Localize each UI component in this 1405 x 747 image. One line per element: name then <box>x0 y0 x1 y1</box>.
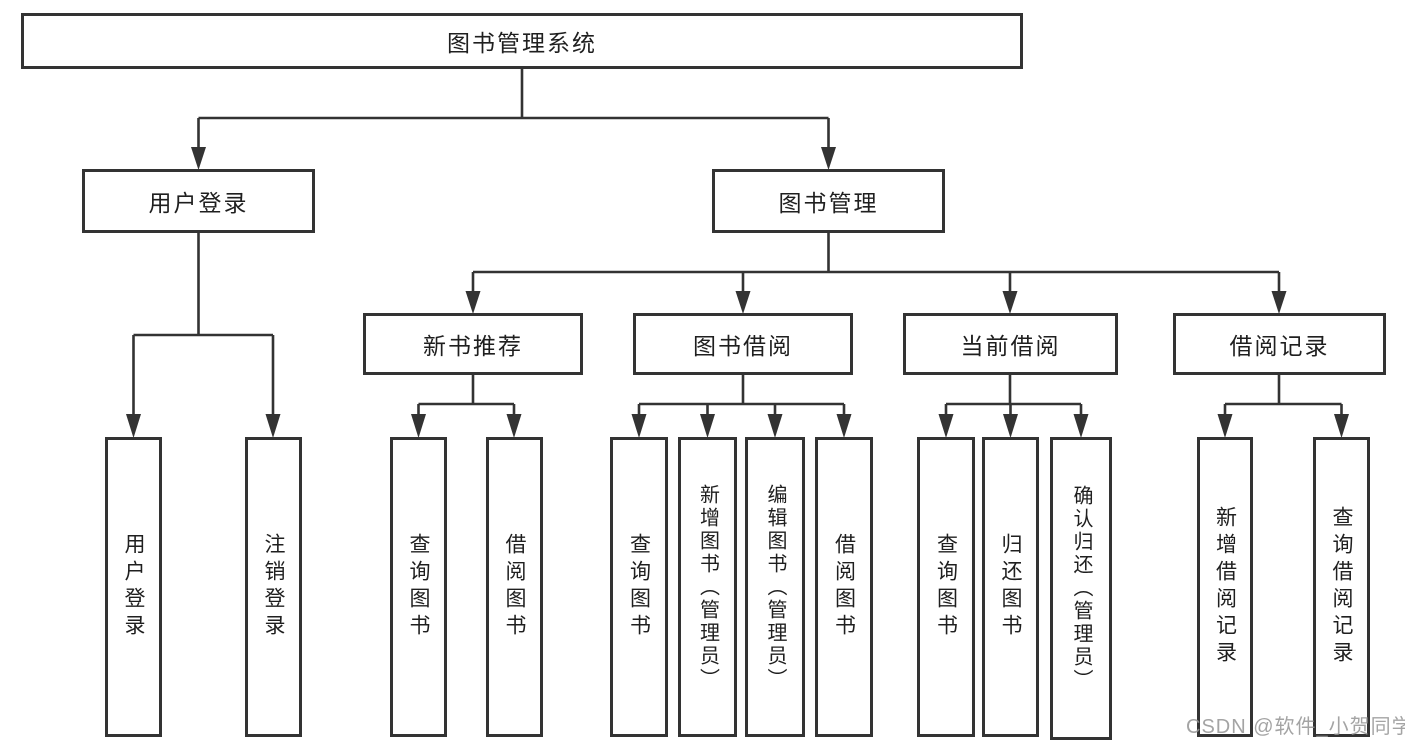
leaf-return-book: 归还图书 <box>982 437 1039 737</box>
leaf-edit-book-admin: 编辑图书（管理员） <box>745 437 805 737</box>
leaf-logout-label: 注销登录 <box>262 533 285 641</box>
leaf-current-query-book-label: 查询图书 <box>934 533 958 641</box>
leaf-current-query-book: 查询图书 <box>917 437 975 737</box>
leaf-recommend-borrow-book-label: 借阅图书 <box>503 533 526 641</box>
node-user-login: 用户登录 <box>82 169 315 233</box>
leaf-recommend-borrow-book: 借阅图书 <box>486 437 543 737</box>
leaf-add-book-admin: 新增图书（管理员） <box>678 437 737 737</box>
node-book-borrowing: 图书借阅 <box>633 313 853 375</box>
node-new-book-recommend: 新书推荐 <box>363 313 583 375</box>
arrow-heads <box>126 147 1349 438</box>
node-root-label: 图书管理系统 <box>447 30 597 56</box>
node-book-borrowing-label: 图书借阅 <box>693 333 793 359</box>
leaf-borrowing-query-book: 查询图书 <box>610 437 668 737</box>
node-current-borrowing: 当前借阅 <box>903 313 1118 375</box>
node-new-book-recommend-label: 新书推荐 <box>423 333 523 359</box>
node-borrow-records: 借阅记录 <box>1173 313 1386 375</box>
leaf-edit-book-admin-label: 编辑图书（管理员） <box>764 483 786 691</box>
node-user-login-label: 用户登录 <box>148 190 249 216</box>
leaf-borrowing-borrow-book-label: 借阅图书 <box>832 533 856 641</box>
leaf-borrowing-query-book-label: 查询图书 <box>627 533 651 641</box>
node-book-management-label: 图书管理 <box>778 190 879 216</box>
leaf-user-login-label: 用户登录 <box>122 533 145 641</box>
leaf-recommend-query-book: 查询图书 <box>390 437 447 737</box>
node-book-management: 图书管理 <box>712 169 945 233</box>
leaf-borrowing-borrow-book: 借阅图书 <box>815 437 873 737</box>
leaf-query-borrow-record: 查询借阅记录 <box>1313 437 1370 737</box>
leaf-add-borrow-record-label: 新增借阅记录 <box>1213 506 1237 668</box>
leaf-confirm-return-admin: 确认归还（管理员） <box>1050 437 1112 740</box>
node-root: 图书管理系统 <box>21 13 1023 69</box>
node-current-borrowing-label: 当前借阅 <box>960 333 1061 359</box>
leaf-confirm-return-admin-label: 确认归还（管理员） <box>1070 485 1092 692</box>
leaf-recommend-query-book-label: 查询图书 <box>407 533 430 641</box>
leaf-add-borrow-record: 新增借阅记录 <box>1197 437 1253 737</box>
leaf-query-borrow-record-label: 查询借阅记录 <box>1330 506 1353 668</box>
leaf-return-book-label: 归还图书 <box>999 533 1022 641</box>
node-borrow-records-label: 借阅记录 <box>1229 333 1330 359</box>
tree-edges <box>132 69 1343 417</box>
leaf-user-login: 用户登录 <box>105 437 162 737</box>
csdn-watermark: CSDN @软件_小贺同学 <box>1186 716 1405 738</box>
leaf-logout: 注销登录 <box>245 437 302 737</box>
leaf-add-book-admin-label: 新增图书（管理员） <box>696 483 719 691</box>
